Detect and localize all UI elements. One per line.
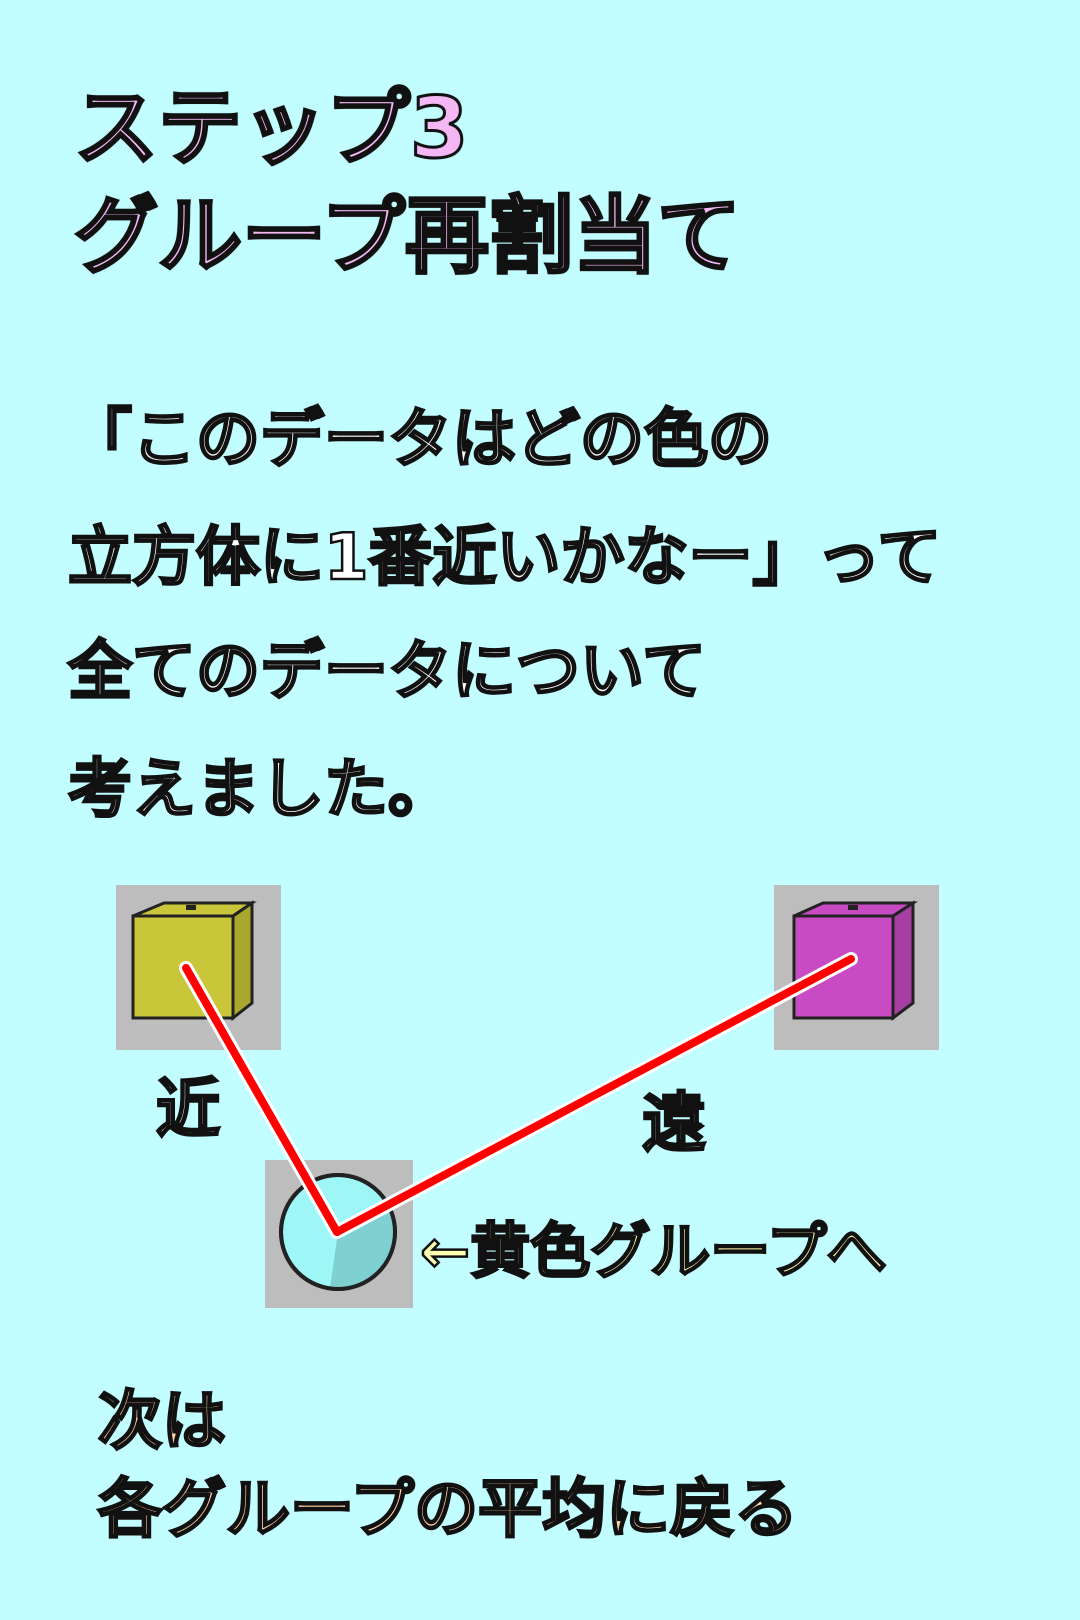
distance-lines <box>179 952 858 1239</box>
footer-line-1: 次は <box>97 1385 228 1459</box>
yellow-cube <box>116 885 281 1050</box>
magenta-cube <box>774 885 939 1050</box>
far-label: 遠 <box>641 1087 708 1161</box>
near-line <box>182 964 341 1236</box>
footer-line-2: 各グループの平均に戻る <box>97 1473 800 1547</box>
title-line-1: ステップ3 <box>72 79 469 177</box>
far-line <box>333 955 855 1236</box>
yellow-group-label: ←黄色グループへ <box>419 1217 888 1287</box>
title-line-2: グループ再割当て <box>73 187 743 285</box>
near-label: 近 <box>155 1073 222 1147</box>
body-line-2: 立方体に1番近いかなー」って <box>67 521 943 595</box>
body-line-3: 全てのデータについて <box>67 635 708 709</box>
body-line-1: 「このデータはどの色の <box>67 403 774 477</box>
body-line-4: 考えました。 <box>67 753 454 827</box>
